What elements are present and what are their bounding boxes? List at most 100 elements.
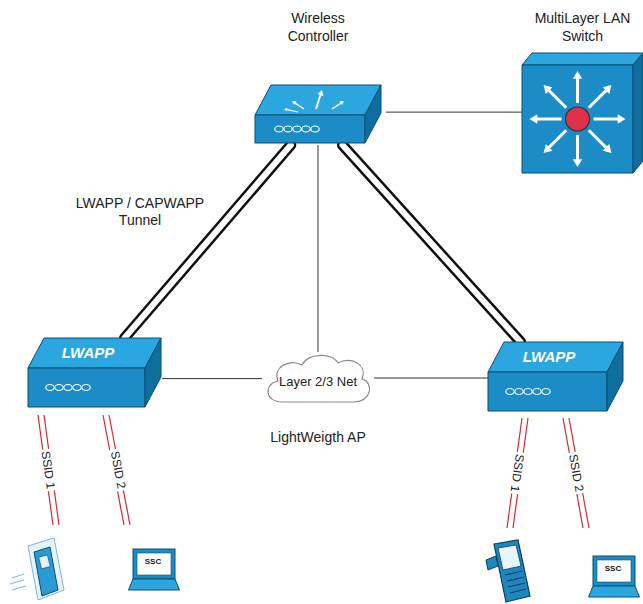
network-link [162, 378, 262, 379]
device-label: LWAPP [523, 348, 576, 367]
port-symbol [524, 389, 532, 395]
laptop-client: SSC [128, 548, 180, 592]
phone-body [34, 547, 58, 596]
multilayer-switch: MultiLayer LAN Switch [522, 8, 643, 174]
ap-front [488, 372, 607, 411]
phone-icon [10, 538, 64, 600]
link-line [162, 378, 262, 379]
arrow-symbol [316, 93, 321, 109]
arrow-symbol [292, 101, 297, 105]
arrow-symbol [576, 76, 579, 103]
tunnel-outline [342, 145, 520, 342]
ssid-link [38, 415, 59, 525]
ctrl-icon [250, 83, 386, 145]
tunnel-outline [124, 145, 290, 338]
arrow-symbol [547, 88, 566, 107]
arrow-symbol [547, 130, 566, 149]
lightweight-ap: LWAPP [28, 338, 162, 408]
ssid-link [103, 415, 130, 525]
laptop-screen [597, 560, 631, 582]
ssid-link [563, 418, 589, 528]
node-label: Layer 2/3 Net [279, 374, 357, 390]
port-symbol [515, 389, 523, 395]
controller-top [255, 85, 381, 115]
port-symbol [82, 385, 90, 391]
port-symbol [55, 385, 63, 391]
laptop-screen [137, 553, 171, 575]
port-symbol [311, 126, 319, 132]
arrow-symbol [294, 102, 304, 109]
arrow-symbol [573, 71, 582, 79]
switch-core [566, 107, 590, 131]
caption-label: LightWeigth AP [270, 429, 365, 446]
ap-front [28, 368, 145, 407]
device-label: LWAPP [62, 344, 115, 363]
arrow-symbol [589, 88, 608, 107]
ssid-label: SSID 2 [107, 448, 129, 492]
laptop-lid [593, 556, 635, 586]
ap-top [488, 342, 623, 372]
port-symbol [533, 389, 541, 395]
pda-scanner [486, 556, 498, 570]
link-line [318, 145, 319, 352]
network-link [386, 112, 522, 113]
laptop-icon [588, 555, 640, 599]
arrow-symbol [286, 109, 298, 112]
arrow-symbol [544, 144, 553, 153]
arrow-symbol [603, 144, 612, 153]
switch-top [522, 53, 643, 65]
ssid-label: SSID 1 [507, 451, 527, 495]
pda-icon [486, 540, 530, 602]
tunnel-core [342, 145, 520, 342]
node-label: SSC [605, 564, 621, 574]
phone-cradle [28, 538, 64, 600]
port-symbol [293, 126, 301, 132]
ap-top [28, 338, 161, 368]
laptop-icon [128, 548, 180, 592]
arrow-symbol [618, 114, 626, 123]
port-symbol [506, 389, 514, 395]
laptop-base [589, 586, 640, 597]
ap-side [607, 342, 623, 411]
arrow-symbol [589, 130, 608, 149]
motion-lines [10, 574, 26, 590]
port-symbol [275, 126, 283, 132]
phone-screen [39, 555, 51, 569]
arrow-symbol [544, 85, 553, 94]
arrow-symbol [530, 114, 538, 123]
pda-body [494, 540, 530, 602]
ssid-link [507, 418, 528, 528]
node-label: MultiLayer LAN Switch [527, 10, 639, 45]
port-symbol [73, 385, 81, 391]
arrow-symbol [339, 101, 344, 105]
arrow-symbol [534, 118, 561, 121]
laptop-lid [133, 549, 175, 579]
pda-screen [498, 545, 521, 570]
link-line [386, 112, 522, 113]
tunnel-label: LWAPP / CAPWAPP Tunnel [73, 195, 208, 229]
port-symbol [46, 385, 54, 391]
cloud-shape [268, 355, 370, 402]
arrow-symbol [317, 90, 323, 96]
wireless-controller: Wireless Controller [250, 8, 386, 145]
controller-side [365, 85, 381, 143]
port-symbol [284, 126, 292, 132]
network-cloud: Layer 2/3 Net [262, 352, 374, 404]
controller-front [255, 115, 365, 143]
ap-side [145, 338, 161, 407]
node-label: SSC [145, 557, 161, 567]
ssid-label: SSID 2 [565, 451, 586, 495]
tunnel-core [124, 145, 290, 338]
node-label: Wireless Controller [268, 10, 368, 45]
arrow-symbol [573, 159, 582, 167]
capwap-tunnel [124, 145, 290, 338]
pda-keys [505, 571, 526, 593]
arrow-symbol [603, 85, 612, 94]
arrow-symbol [576, 135, 579, 162]
network-link [318, 145, 319, 352]
switch-icon [522, 52, 643, 174]
arrow-symbol [332, 102, 342, 109]
port-symbol [64, 385, 72, 391]
switch-side [633, 53, 643, 173]
